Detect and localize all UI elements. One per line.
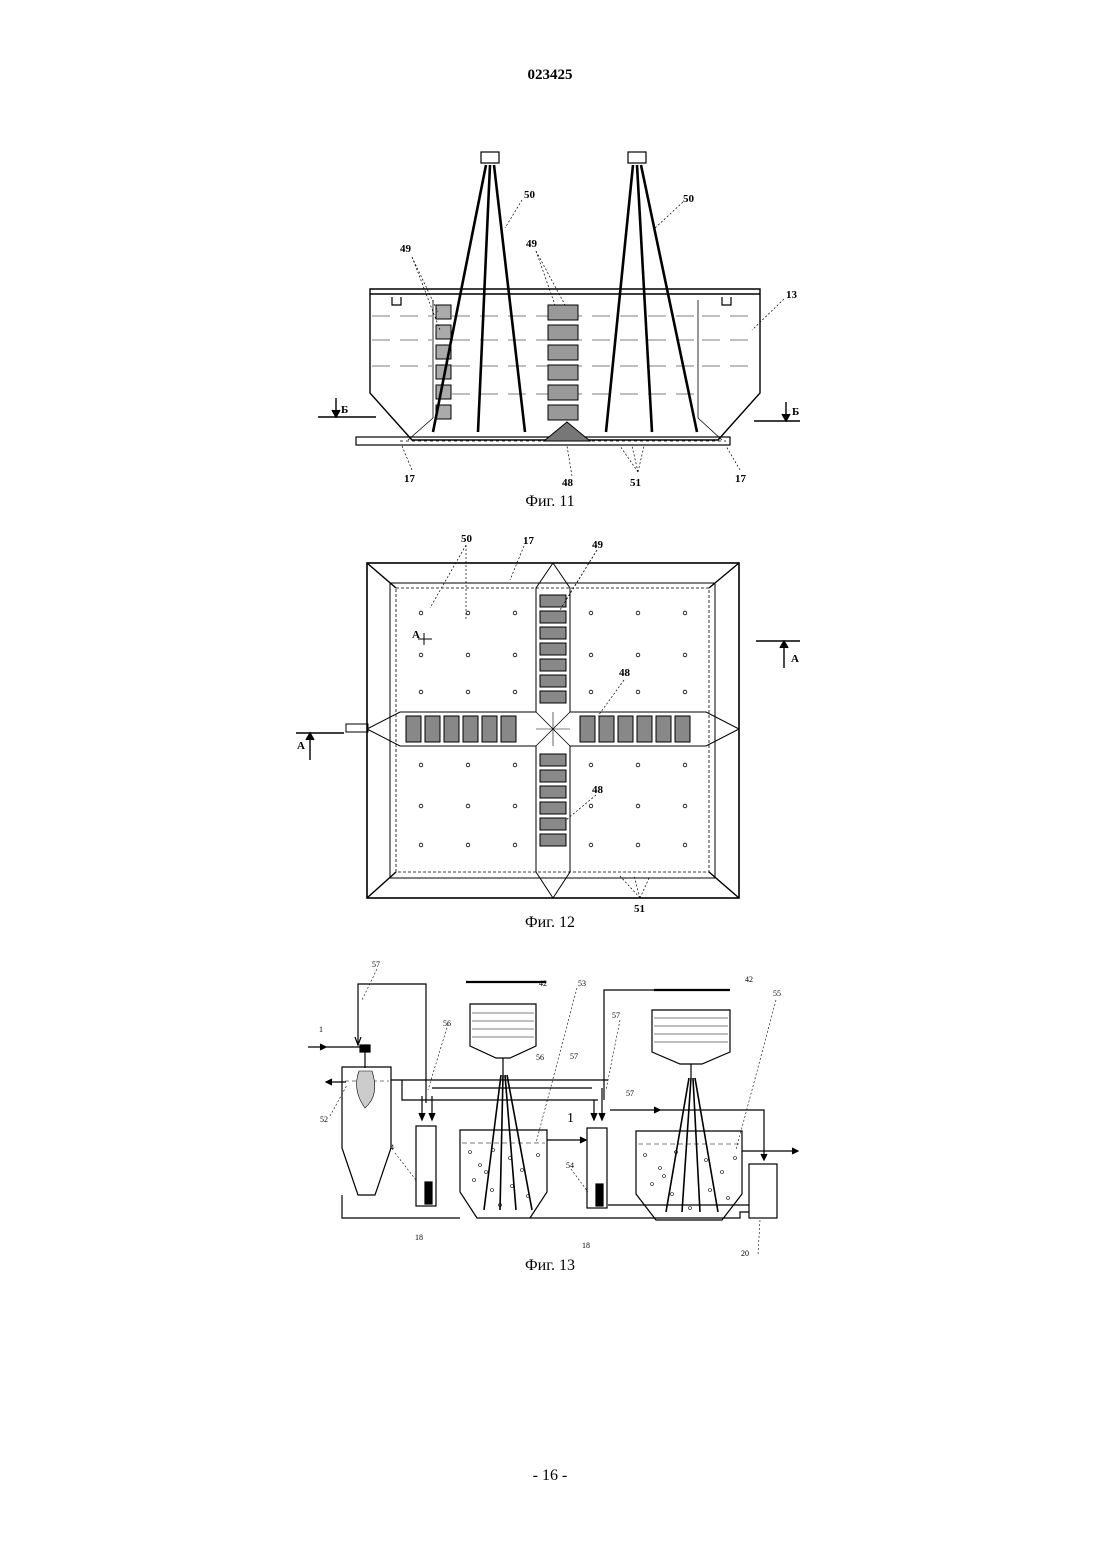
fig11-label-50-right: 50 xyxy=(683,193,695,205)
fig12-label-50: 50 xyxy=(461,533,473,545)
fig11-label-17-left: 17 xyxy=(404,473,416,485)
fig11-section-left: Б xyxy=(341,404,348,416)
fig12-label-17: 17 xyxy=(523,535,535,547)
fig11-head-left xyxy=(481,152,499,163)
fig12-label-48-upper: 48 xyxy=(619,667,631,679)
fig13-label-53: 53 xyxy=(578,979,586,988)
fig13-label-4: 4 xyxy=(390,1143,394,1152)
fig13-label-1-mid: 1 xyxy=(567,1111,574,1126)
fig13-label-57-center: 57 xyxy=(570,1052,578,1061)
fig11-label-13: 13 xyxy=(786,289,798,301)
fig13-labels: 57 1 42 53 56 56 57 57 57 42 55 52 4 1 5… xyxy=(319,960,781,1258)
fig13-label-57-top: 57 xyxy=(372,960,380,969)
fig13-label-56-left: 56 xyxy=(443,1019,451,1028)
fig11-cassettes-center xyxy=(548,305,578,420)
fig11-label-48: 48 xyxy=(562,477,574,489)
fig13-label-18-left: 18 xyxy=(415,1233,423,1242)
fig11-label-49-left: 49 xyxy=(400,243,412,255)
fig12-label-48-lower: 48 xyxy=(592,784,604,796)
fig13-drawing xyxy=(308,969,798,1254)
fig12-label-49: 49 xyxy=(592,539,604,551)
fig13-unit-20 xyxy=(749,1164,777,1218)
fig12-caption: Фиг. 12 xyxy=(0,914,1100,932)
fig12-section-a-inner: А xyxy=(412,629,420,641)
fig12-section-a-right: А xyxy=(791,653,799,665)
fig13-biofilter-1 xyxy=(470,1004,536,1058)
fig13-label-42-left: 42 xyxy=(539,979,547,988)
fig13-label-18-right: 18 xyxy=(582,1241,590,1250)
fig11-label-51: 51 xyxy=(630,477,641,489)
fig13-label-54: 54 xyxy=(566,1161,574,1170)
fig11-label-50-left: 50 xyxy=(524,189,536,201)
fig11-drawing xyxy=(318,152,800,476)
fig13-label-52: 52 xyxy=(320,1115,328,1124)
fig13-label-55: 55 xyxy=(773,989,781,998)
fig11-tripod-right xyxy=(606,165,697,432)
fig13-caption: Фиг. 13 xyxy=(0,1257,1100,1275)
fig11-head-right xyxy=(628,152,646,163)
fig13-label-1-input: 1 xyxy=(319,1025,323,1034)
fig13-label-57-upper: 57 xyxy=(612,1011,620,1020)
fig11-caption: Фиг. 11 xyxy=(0,493,1100,511)
fig12-section-a-left: А xyxy=(297,740,305,752)
fig11-label-17-right: 17 xyxy=(735,473,747,485)
fig13-label-57-right: 57 xyxy=(626,1089,634,1098)
fig11-label-49-center: 49 xyxy=(526,238,538,250)
fig11-section-right: Б xyxy=(792,406,799,418)
fig13-label-56-center: 56 xyxy=(536,1053,544,1062)
page-footer: - 16 - xyxy=(0,1467,1100,1485)
fig13-label-42-right: 42 xyxy=(745,975,753,984)
fig12-drawing xyxy=(296,545,800,898)
